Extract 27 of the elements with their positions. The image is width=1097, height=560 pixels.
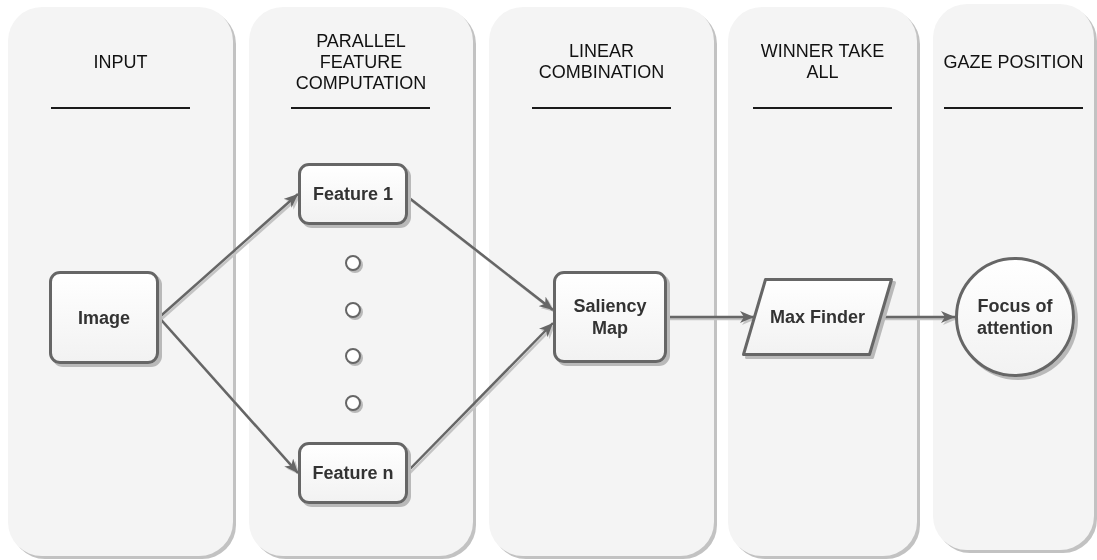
process-box — [298, 442, 408, 504]
process-box — [49, 271, 159, 364]
lane-heading: WINNER TAKE ALL — [759, 41, 886, 83]
circle-icon — [345, 302, 361, 318]
lane-heading: INPUT — [93, 51, 148, 73]
node-label: Max Finder — [770, 306, 865, 328]
process-box — [298, 163, 408, 225]
circle-icon — [345, 395, 361, 411]
arrow — [881, 311, 955, 323]
node-label: Feature 1 — [312, 183, 393, 205]
circle-icon — [345, 255, 361, 271]
parallelogram-shape — [742, 278, 893, 356]
swimlane — [249, 7, 473, 556]
node-label: Focus of attention — [976, 295, 1054, 339]
swimlane — [728, 7, 917, 556]
lane-heading: LINEAR COMBINATION — [537, 41, 666, 83]
circle-icon — [345, 348, 361, 364]
process-box — [553, 271, 667, 363]
lane-heading: GAZE POSITION — [943, 51, 1084, 73]
arrow — [667, 311, 754, 323]
lane-heading: PARALLEL FEATURE COMPUTATION — [294, 30, 428, 94]
swimlane — [933, 4, 1094, 550]
node-label: Feature n — [312, 462, 394, 484]
node-label: Image — [78, 306, 130, 329]
swimlane — [489, 7, 714, 556]
node-label: Saliency Map — [572, 295, 648, 339]
swimlane — [8, 7, 233, 556]
